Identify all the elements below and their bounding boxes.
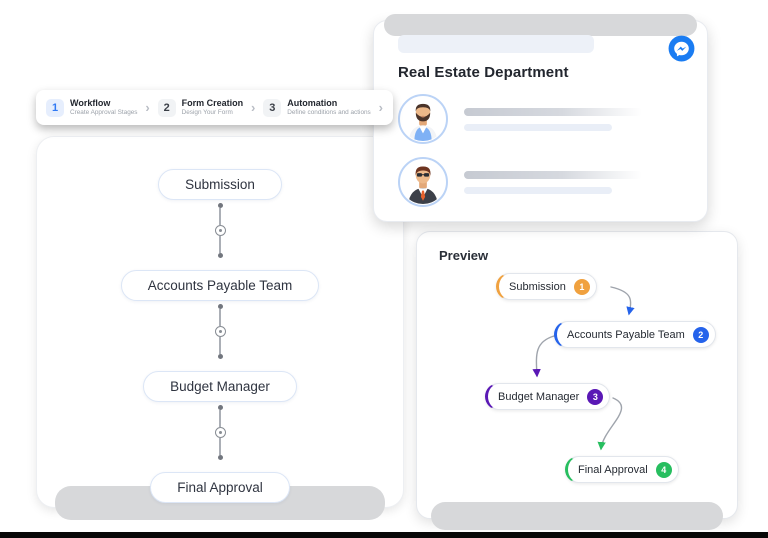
flow-node-label: Submission (509, 280, 566, 293)
step-title: Automation (287, 98, 338, 108)
connector-line (219, 208, 221, 225)
step-subtitle: Design Your Form (181, 109, 233, 116)
step-number-badge: 2 (157, 98, 176, 117)
chevron-right-icon: › (145, 100, 150, 115)
preview-title: Preview (439, 248, 489, 263)
stage-connector (214, 304, 226, 368)
department-card: Real Estate Department (373, 14, 708, 222)
step-subtitle: Define conditions and actions (287, 109, 371, 116)
stage-pill-accounts-payable-team[interactable]: Accounts Payable Team (120, 270, 320, 301)
messenger-icon[interactable] (668, 35, 695, 62)
man-blue-vest-avatar (398, 94, 448, 144)
connector-dot (217, 203, 223, 208)
flow-node-final-approval[interactable]: Final Approval 4 (565, 456, 679, 483)
flow-node-number-badge: 1 (573, 278, 590, 295)
chevron-right-icon: › (378, 100, 383, 115)
connector-dot (217, 304, 223, 309)
placeholder-bar (398, 35, 594, 53)
stepper-step-workflow[interactable]: 1 Workflow Create Approval Stages (46, 98, 138, 117)
connector-dot (217, 455, 223, 460)
flow-node-label: Budget Manager (498, 390, 580, 403)
step-title: Workflow (70, 98, 111, 108)
stage-pill-submission[interactable]: Submission (158, 169, 282, 200)
flow-node-accounts-payable-team[interactable]: Accounts Payable Team 2 (554, 321, 716, 348)
connector-line (219, 236, 221, 253)
connector-line (219, 438, 221, 455)
flow-node-number-badge: 2 (692, 326, 709, 343)
flow-node-label: Final Approval (578, 463, 648, 476)
step-subtitle: Create Approval Stages (70, 109, 138, 116)
connector-line (219, 309, 221, 326)
step-title: Form Creation (181, 98, 244, 108)
placeholder-line (464, 170, 642, 179)
flow-node-number-badge: 4 (655, 461, 672, 478)
stepper-step-automation[interactable]: 3 Automation Define conditions and actio… (263, 98, 371, 117)
stage-pill-budget-manager[interactable]: Budget Manager (143, 371, 297, 402)
placeholder-line (464, 186, 612, 194)
connector-dot (217, 405, 223, 410)
flow-node-label: Accounts Payable Team (567, 328, 685, 341)
connector-line (219, 337, 221, 354)
step-number-badge: 1 (46, 98, 64, 117)
flow-node-submission[interactable]: Submission 1 (496, 273, 597, 300)
department-title: Real Estate Department (398, 64, 569, 81)
connector-line (219, 410, 221, 427)
preview-panel: Preview Submission 1 Accounts Pay (416, 231, 738, 530)
flow-node-budget-manager[interactable]: Budget Manager 3 (485, 383, 611, 410)
stage-connector (214, 405, 226, 469)
connector-dot (217, 253, 223, 258)
stage-connector (214, 203, 226, 267)
placeholder-line (464, 123, 612, 131)
stepper-step-form-creation[interactable]: 2 Form Creation Design Your Form (157, 98, 244, 117)
member-row (398, 94, 683, 144)
man-suit-glasses-avatar (398, 157, 448, 207)
stage-pill-final-approval[interactable]: Final Approval (150, 472, 290, 503)
chevron-right-icon: › (251, 100, 256, 115)
add-stage-icon[interactable] (214, 326, 226, 337)
bottom-edge-strip (0, 532, 768, 538)
workflow-stepper: 1 Workflow Create Approval Stages › 2 Fo… (36, 90, 393, 125)
step-number-badge: 3 (263, 98, 282, 117)
add-stage-icon[interactable] (214, 225, 226, 236)
connector-dot (217, 354, 223, 359)
add-stage-icon[interactable] (214, 427, 226, 438)
placeholder-line (464, 107, 642, 116)
flow-node-number-badge: 3 (587, 388, 604, 405)
workflow-builder-panel: Submission Accounts Payable Team Budget … (36, 136, 404, 520)
member-row (398, 157, 683, 207)
